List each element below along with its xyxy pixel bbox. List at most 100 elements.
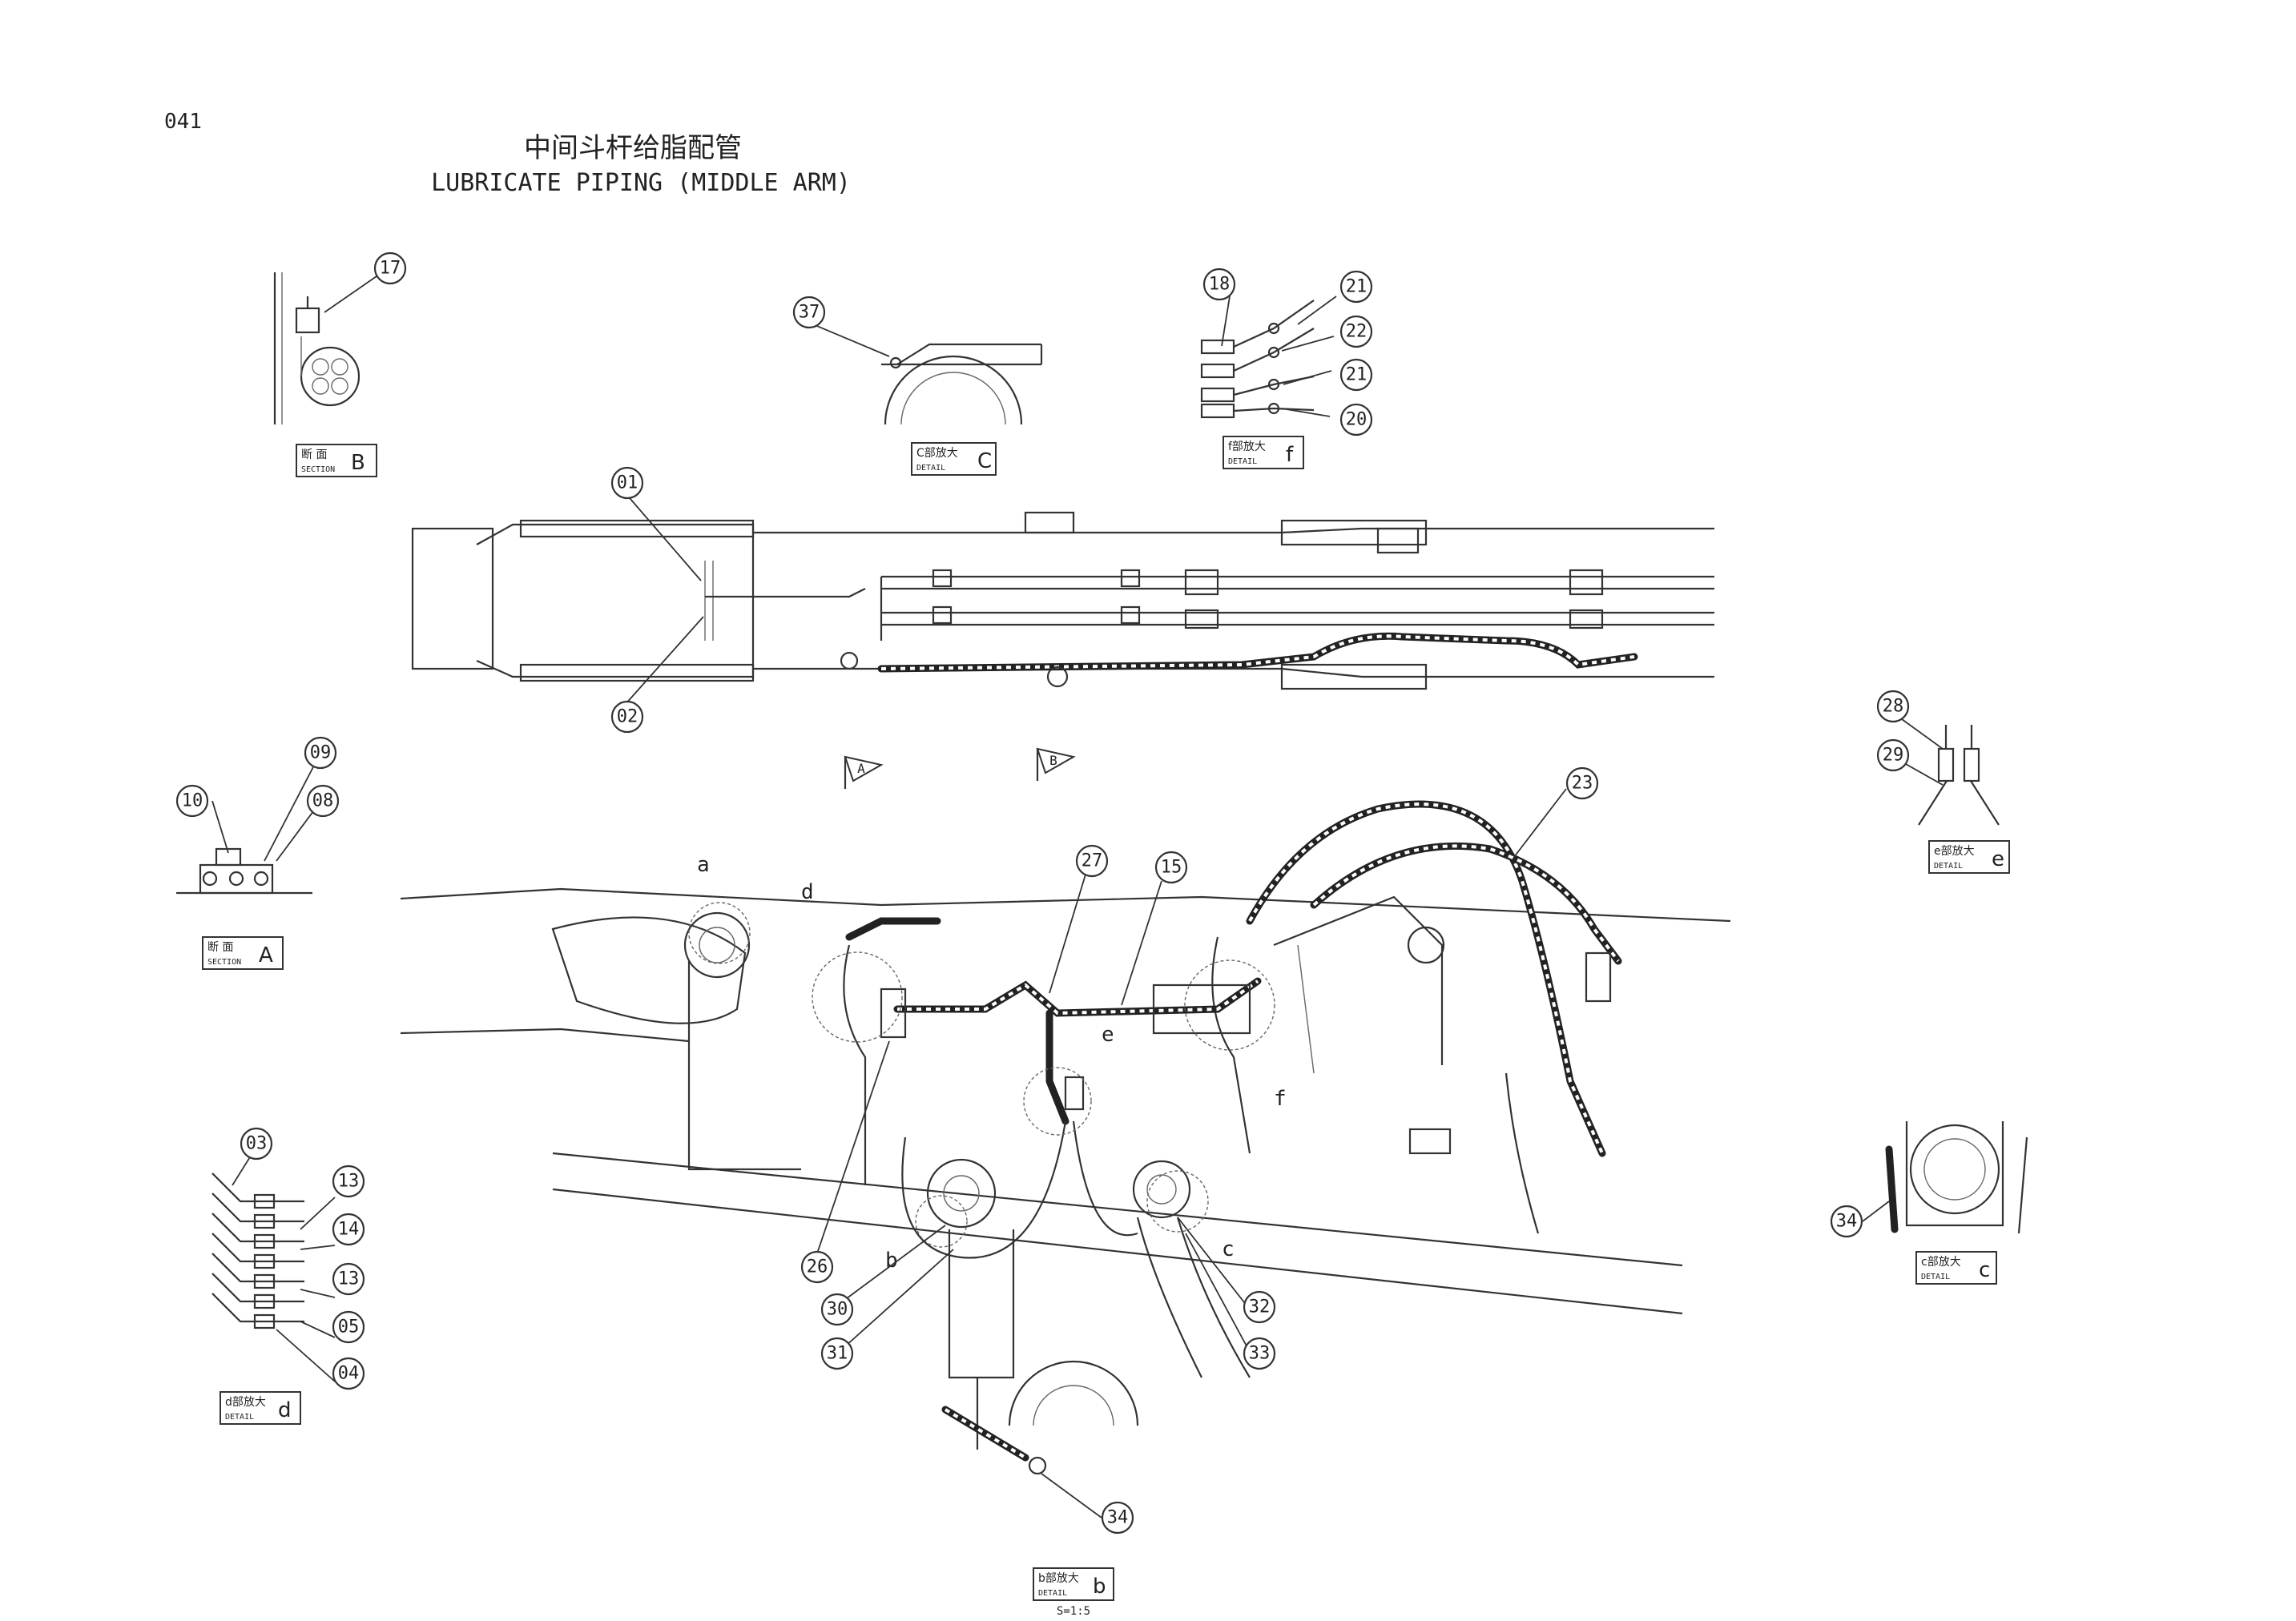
svg-text:DETAIL: DETAIL [1038,1589,1067,1598]
balloon-15: 15 [1154,851,1188,884]
balloon-31: 31 [820,1337,854,1370]
svg-text:28: 28 [1883,697,1904,717]
svg-text:30: 30 [827,1300,848,1320]
balloon-10: 10 [175,784,209,818]
svg-text:b部放大: b部放大 [1038,1572,1079,1585]
balloon-02: 02 [610,700,644,734]
arm-plan-view [411,511,1714,690]
svg-text:34: 34 [1107,1508,1129,1528]
svg-text:DETAIL: DETAIL [1921,1273,1950,1281]
svg-text:A: A [857,761,865,776]
svg-text:f部放大: f部放大 [1228,440,1266,453]
detail-c-top-view [881,343,1043,425]
leader-lines [211,276,1944,1518]
svg-text:23: 23 [1572,774,1593,794]
title-english: LUBRICATE PIPING (MIDDLE ARM) [431,169,851,197]
scale-note: S=1:5 [1057,1605,1090,1618]
section-a-view [176,847,312,895]
balloon-28: 28 [1876,690,1910,723]
svg-text:SECTION: SECTION [207,958,241,967]
detail-letter-b: b [885,1249,898,1273]
svg-text:13: 13 [338,1172,360,1192]
box-section-b: 断 面 SECTION B [296,444,377,477]
balloon-18: 18 [1202,267,1236,301]
box-detail-c-top: C部放大 DETAIL C [911,442,997,476]
arm-side-view [400,800,1731,1379]
detail-e-view [1918,725,2000,826]
box-detail-c-right: c部放大 DETAIL c [1915,1251,1997,1285]
svg-text:b: b [1093,1575,1106,1599]
detail-letter-a: a [697,853,710,877]
balloon-13-upper: 13 [332,1164,365,1198]
page-number: 041 [164,110,202,134]
detail-f-view [1200,300,1315,419]
svg-text:10: 10 [182,791,203,811]
balloon-01: 01 [610,466,644,500]
box-section-a: 断 面 SECTION A [202,936,284,970]
box-detail-e: e部放大 DETAIL e [1928,840,2010,874]
detail-letter-c: c [1222,1237,1235,1261]
balloon-34-bottom: 34 [1101,1501,1134,1535]
svg-text:08: 08 [312,791,334,811]
svg-text:断 面: 断 面 [301,448,327,461]
svg-text:d部放大: d部放大 [225,1396,266,1409]
svg-text:33: 33 [1249,1344,1271,1364]
svg-text:f: f [1286,443,1294,467]
svg-text:DETAIL: DETAIL [225,1413,254,1422]
svg-text:15: 15 [1161,858,1182,878]
box-detail-b: b部放大 DETAIL b [1033,1567,1114,1601]
detail-letter-d: d [801,880,814,904]
svg-text:B: B [1049,753,1057,768]
svg-text:DETAIL: DETAIL [1934,862,1963,871]
svg-text:14: 14 [338,1220,360,1240]
detail-letter-f: f [1274,1087,1287,1111]
view-arrow-b: B [1036,747,1076,781]
balloon-27: 27 [1075,844,1109,878]
svg-text:03: 03 [246,1134,268,1154]
balloon-09: 09 [304,736,337,770]
balloon-13-lower: 13 [332,1262,365,1296]
svg-text:c部放大: c部放大 [1921,1256,1961,1269]
svg-text:d: d [278,1398,292,1422]
box-detail-d: d部放大 DETAIL d [220,1391,301,1425]
balloon-08: 08 [306,784,340,818]
section-b-view [273,272,361,424]
svg-text:22: 22 [1346,322,1368,342]
box-detail-f: f部放大 DETAIL f [1223,436,1304,469]
svg-text:21: 21 [1346,277,1368,297]
svg-text:02: 02 [617,707,638,727]
svg-text:DETAIL: DETAIL [1228,457,1257,466]
svg-text:01: 01 [617,473,638,493]
balloon-14: 14 [332,1213,365,1246]
svg-text:e部放大: e部放大 [1934,845,1975,858]
svg-text:21: 21 [1346,365,1368,385]
view-arrow-a: A [844,755,884,789]
balloon-29: 29 [1876,738,1910,772]
balloon-05: 05 [332,1310,365,1344]
svg-text:04: 04 [338,1364,360,1384]
svg-text:32: 32 [1249,1297,1271,1317]
svg-text:17: 17 [380,259,401,279]
svg-text:C: C [977,449,992,473]
detail-letter-e: e [1102,1023,1114,1047]
svg-text:34: 34 [1836,1212,1858,1232]
balloon-17: 17 [373,251,407,285]
svg-text:20: 20 [1346,410,1368,430]
balloon-26: 26 [800,1250,834,1284]
balloon-20: 20 [1339,403,1373,436]
balloon-22: 22 [1339,315,1373,348]
svg-text:37: 37 [799,303,820,323]
detail-d-view [211,1173,304,1329]
svg-text:13: 13 [338,1269,360,1289]
svg-text:26: 26 [807,1257,828,1277]
svg-text:DETAIL: DETAIL [916,464,945,473]
balloon-37: 37 [792,296,826,329]
svg-text:09: 09 [310,743,332,763]
balloon-34-right: 34 [1830,1205,1863,1238]
svg-text:27: 27 [1082,851,1103,871]
detail-c-right-view [1885,1121,2028,1234]
svg-text:05: 05 [338,1317,360,1337]
svg-text:29: 29 [1883,746,1904,766]
balloon-21-upper: 21 [1339,270,1373,304]
